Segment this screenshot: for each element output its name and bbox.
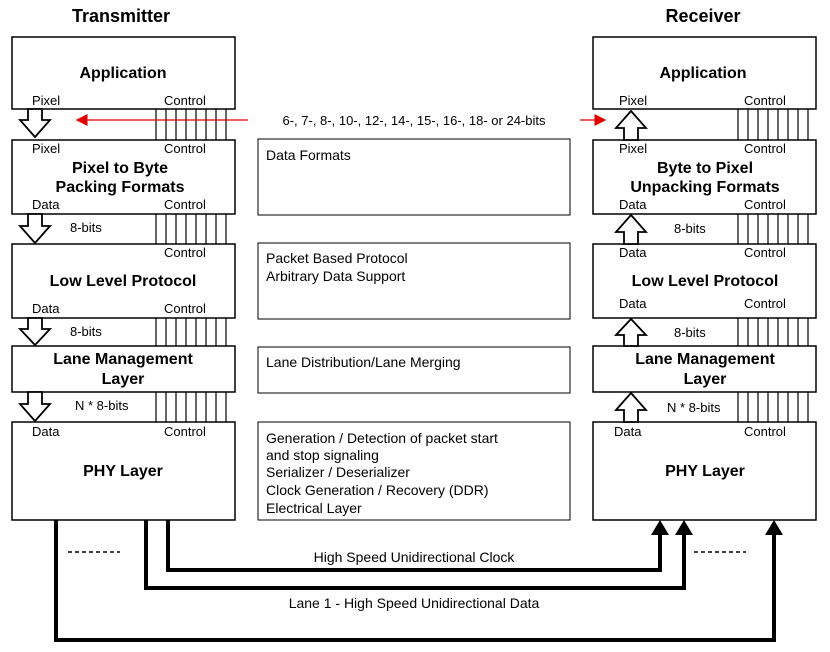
tx-pack-pixel-label: Pixel xyxy=(32,141,60,156)
rx-8bits-label-2: 8-bits xyxy=(674,325,706,340)
lane1-link-label: Lane 1 - High Speed Unidirectional Data xyxy=(289,595,540,611)
tx-lane-mgmt-box xyxy=(11,345,236,393)
tx-8bits-label-1: 8-bits xyxy=(70,220,102,235)
tx-phy-data-label: Data xyxy=(32,424,60,439)
rx-llp-data-label: Data xyxy=(619,245,647,260)
laneN-link-line xyxy=(54,520,776,642)
desc-data-formats-box xyxy=(257,138,571,216)
lane1-link-arrowhead xyxy=(675,520,693,535)
rx-data-up-arrow-3 xyxy=(614,391,648,423)
tx-packing-label-2: Packing Formats xyxy=(56,179,185,196)
tx-pack-control2-label: Control xyxy=(164,197,206,212)
desc-phy-box xyxy=(257,421,571,521)
tx-llp-data-label: Data xyxy=(32,301,60,316)
receiver-stack: Application Pixel Control Pixel Control … xyxy=(592,36,817,521)
rx-lane-mgmt-label-2: Layer xyxy=(684,371,727,388)
rx-n8bits-label: N * 8-bits xyxy=(667,400,721,415)
tx-data-down-arrow-3 xyxy=(18,391,52,423)
tx-llp-control2-label: Control xyxy=(164,301,206,316)
tx-low-level-label: Low Level Protocol xyxy=(50,273,197,290)
tx-lane-mgmt-label-2: Layer xyxy=(102,371,145,388)
transmitter-title: Transmitter xyxy=(72,6,170,26)
tx-phy-control-label: Control xyxy=(164,424,206,439)
rx-phy-box xyxy=(592,421,817,521)
desc-packet-box xyxy=(257,242,571,320)
tx-application-box xyxy=(11,36,236,110)
rx-application-label: Application xyxy=(659,65,746,82)
transmitter-stack: Application Pixel Control Pixel Control … xyxy=(11,36,236,521)
clock-link-label: High Speed Unidirectional Clock xyxy=(314,549,516,565)
desc-phy-line5: Electrical Layer xyxy=(266,500,362,516)
rx-low-level-box xyxy=(592,243,817,319)
tx-data-down-arrow-2 xyxy=(17,317,53,347)
tx-lane-mgmt-label-1: Lane Management xyxy=(53,351,193,368)
rx-unpack-data-label: Data xyxy=(619,197,647,212)
rx-low-level-label: Low Level Protocol xyxy=(632,273,779,290)
desc-lane-distribution: Lane Distribution/Lane Merging xyxy=(266,354,461,370)
tx-application-label: Application xyxy=(79,65,166,82)
tx-packing-box xyxy=(11,139,236,215)
rx-phy-data-label: Data xyxy=(614,424,642,439)
desc-packet-line2: Arbitrary Data Support xyxy=(266,268,405,284)
rx-unpacking-label-2: Unpacking Formats xyxy=(630,179,779,196)
tx-pixel-down-arrow xyxy=(18,108,52,139)
tx-packing-label-1: Pixel to Byte xyxy=(72,160,168,177)
tx-phy-box xyxy=(11,421,236,521)
tx-data-down-arrow-1 xyxy=(18,213,52,245)
desc-phy-line4: Clock Generation / Recovery (DDR) xyxy=(266,482,489,498)
rx-unpack-pixel-label: Pixel xyxy=(619,141,647,156)
rx-8bits-label-1: 8-bits xyxy=(674,221,706,236)
rx-data-up-arrow-1 xyxy=(614,213,648,245)
rx-phy-control-label: Control xyxy=(744,424,786,439)
tx-pack-data-label: Data xyxy=(32,197,60,212)
tx-pack-control-label: Control xyxy=(164,141,206,156)
clock-link-arrowhead xyxy=(651,520,669,535)
rx-unpacking-box xyxy=(592,139,817,215)
tx-low-level-box xyxy=(11,243,236,319)
rx-llp-control2-label: Control xyxy=(744,296,786,311)
tx-phy-label: PHY Layer xyxy=(83,463,163,480)
tx-llp-control-label: Control xyxy=(164,245,206,260)
rx-lane-mgmt-label-1: Lane Management xyxy=(635,351,775,368)
pixel-width-label: 6-, 7-, 8-, 10-, 12-, 14-, 15-, 16-, 18-… xyxy=(282,113,546,128)
desc-phy-line3: Serializer / Deserializer xyxy=(266,464,410,480)
rx-llp-control-label: Control xyxy=(744,245,786,260)
rx-lane-mgmt-box xyxy=(592,345,817,393)
receiver-title: Receiver xyxy=(665,6,740,26)
tx-app-pixel-label: Pixel xyxy=(32,93,60,108)
rx-phy-label: PHY Layer xyxy=(665,463,745,480)
rx-data-up-arrow-2 xyxy=(613,317,649,347)
tx-8bits-label-2: 8-bits xyxy=(70,324,102,339)
rx-llp-data2-label: Data xyxy=(619,296,647,311)
desc-phy-line2: and stop signaling xyxy=(266,447,379,463)
rx-control-lines xyxy=(737,109,809,422)
rx-unpacking-label-1: Byte to Pixel xyxy=(657,160,753,177)
rx-app-control-label: Control xyxy=(744,93,786,108)
rx-unpack-control2-label: Control xyxy=(744,197,786,212)
rx-pixel-up-arrow xyxy=(614,109,648,141)
tx-n8bits-label: N * 8-bits xyxy=(75,398,129,413)
rx-app-pixel-label: Pixel xyxy=(619,93,647,108)
desc-data-formats: Data Formats xyxy=(266,147,351,163)
tx-control-lines xyxy=(155,109,227,422)
desc-packet-line1: Packet Based Protocol xyxy=(266,250,408,266)
clock-link-line xyxy=(166,520,662,572)
laneN-link-arrowhead xyxy=(765,520,783,535)
desc-lane-box xyxy=(257,346,571,394)
tx-app-control-label: Control xyxy=(164,93,206,108)
rx-unpack-control-label: Control xyxy=(744,141,786,156)
lane1-link-line xyxy=(144,520,686,590)
desc-phy-line1: Generation / Detection of packet start xyxy=(266,430,498,446)
rx-application-box xyxy=(592,36,817,110)
